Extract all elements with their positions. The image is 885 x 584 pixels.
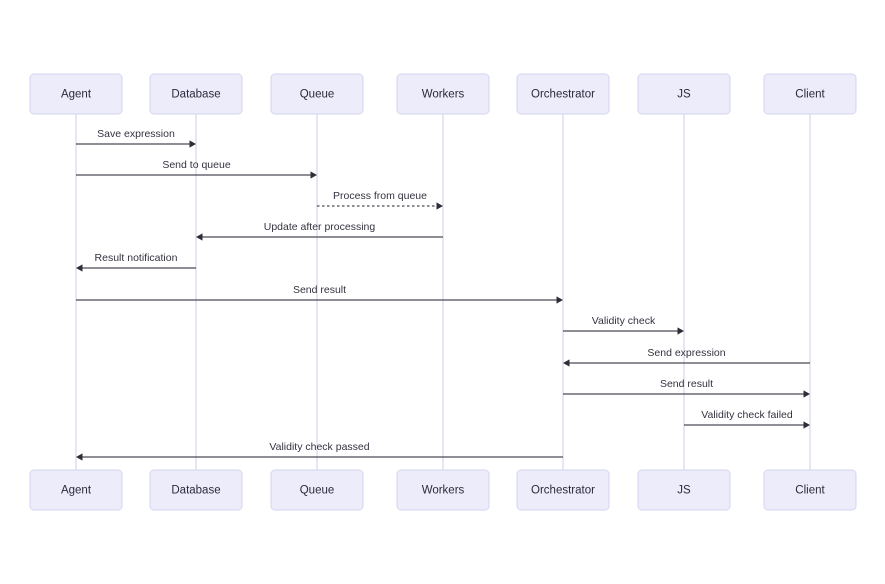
participant-box	[396, 469, 490, 511]
message-arrowhead	[556, 296, 563, 304]
participant-top-workers[interactable]: Workers	[396, 73, 490, 115]
message-7: Validity check	[563, 315, 684, 335]
participant-label: Client	[795, 89, 825, 101]
message-arrowhead	[310, 171, 317, 179]
participant-bottom-orchestrator[interactable]: Orchestrator	[516, 469, 610, 511]
participant-box	[29, 469, 123, 511]
participant-label: Queue	[300, 89, 335, 101]
participant-top-js[interactable]: JS	[637, 73, 731, 115]
participant-box	[637, 469, 731, 511]
message-label: Send to queue	[162, 159, 230, 171]
message-8: Send expression	[563, 347, 810, 367]
participant-label: Orchestrator	[531, 485, 595, 497]
participant-label: Agent	[61, 485, 92, 497]
message-11: Validity check passed	[76, 441, 563, 461]
message-arrowhead	[76, 264, 83, 272]
participant-label: Client	[795, 485, 825, 497]
participant-box	[396, 73, 490, 115]
participant-label: JS	[677, 89, 691, 101]
message-1: Save expression	[76, 128, 196, 148]
message-label: Send result	[293, 284, 346, 296]
message-label: Update after processing	[264, 221, 376, 233]
participant-box	[763, 73, 857, 115]
message-arrowhead	[677, 327, 684, 335]
message-arrowhead	[436, 202, 443, 210]
participant-bottom-client[interactable]: Client	[763, 469, 857, 511]
message-2: Send to queue	[76, 159, 317, 179]
participant-label: Agent	[61, 89, 92, 101]
message-arrowhead	[803, 390, 810, 398]
participant-bottom-database[interactable]: Database	[149, 469, 243, 511]
bottom-participants-row: Agent Database Queue Workers Orchestrator JS C…	[29, 469, 857, 511]
participant-top-database[interactable]: Database	[149, 73, 243, 115]
message-3: Process from queue	[317, 190, 443, 210]
participant-box	[516, 73, 610, 115]
message-4: Update after processing	[196, 221, 443, 241]
message-label: Validity check passed	[269, 441, 369, 453]
participant-box	[763, 469, 857, 511]
participant-label: Queue	[300, 485, 335, 497]
participant-label: JS	[677, 485, 691, 497]
participant-label: Workers	[422, 89, 465, 101]
participant-box	[637, 73, 731, 115]
participant-label: Orchestrator	[531, 89, 595, 101]
participant-box	[270, 469, 364, 511]
participant-top-queue[interactable]: Queue	[270, 73, 364, 115]
top-participants-row: Agent Database Queue Workers Orchestrator JS C…	[29, 73, 857, 115]
message-arrowhead	[76, 453, 83, 461]
participant-box	[516, 469, 610, 511]
message-arrowhead	[189, 140, 196, 148]
message-label: Validity check failed	[701, 409, 793, 421]
participant-box	[149, 73, 243, 115]
message-label: Send expression	[647, 347, 725, 359]
participant-bottom-workers[interactable]: Workers	[396, 469, 490, 511]
participant-label: Database	[171, 89, 220, 101]
lifelines-group	[75, 114, 811, 470]
message-label: Send result	[660, 378, 713, 390]
participant-bottom-js[interactable]: JS	[637, 469, 731, 511]
participant-bottom-agent[interactable]: Agent	[29, 469, 123, 511]
message-arrowhead	[803, 421, 810, 429]
participant-box	[149, 469, 243, 511]
message-6: Send result	[76, 284, 563, 304]
participant-label: Workers	[422, 485, 465, 497]
participant-top-agent[interactable]: Agent	[29, 73, 123, 115]
message-label: Save expression	[97, 128, 175, 140]
participant-top-client[interactable]: Client	[763, 73, 857, 115]
participant-top-orchestrator[interactable]: Orchestrator	[516, 73, 610, 115]
participant-box	[29, 73, 123, 115]
message-label: Validity check	[592, 315, 656, 327]
message-10: Validity check failed	[684, 409, 810, 429]
message-arrowhead	[196, 233, 203, 241]
message-arrowhead	[563, 359, 570, 367]
participant-bottom-queue[interactable]: Queue	[270, 469, 364, 511]
participant-box	[270, 73, 364, 115]
participant-label: Database	[171, 485, 220, 497]
message-9: Send result	[563, 378, 810, 398]
message-label: Result notification	[95, 252, 178, 264]
message-5: Result notification	[76, 252, 196, 272]
message-label: Process from queue	[333, 190, 427, 202]
